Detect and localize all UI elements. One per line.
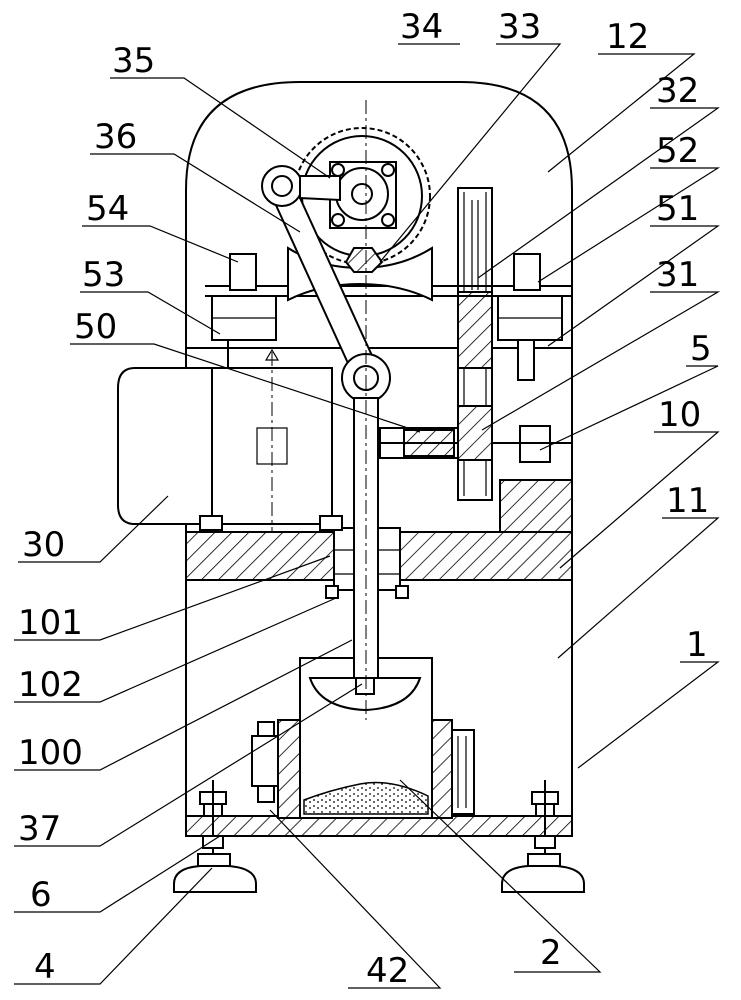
lower-shaft (379, 425, 572, 463)
label-2: 2 (540, 933, 562, 973)
label-31: 31 (656, 255, 699, 295)
label-5: 5 (690, 329, 712, 369)
label-42: 42 (366, 951, 409, 991)
label-37: 37 (18, 809, 61, 849)
plunger (308, 100, 422, 720)
label-54: 54 (86, 189, 129, 229)
label-35: 35 (112, 41, 155, 81)
label-32: 32 (656, 71, 699, 111)
label-101: 101 (18, 603, 83, 643)
label-30: 30 (22, 525, 65, 565)
label-1: 1 (686, 625, 708, 665)
label-36: 36 (94, 117, 137, 157)
label-50: 50 (74, 307, 117, 347)
label-4: 4 (34, 947, 56, 987)
housing (185, 81, 573, 835)
belt-drive (457, 187, 493, 501)
label-100: 100 (18, 733, 83, 773)
gear (293, 127, 431, 273)
label-12: 12 (606, 17, 649, 57)
leader-lines (14, 43, 721, 989)
part-labels: 34 33 12 35 32 36 52 54 51 53 31 50 5 10… (18, 7, 712, 991)
label-11: 11 (666, 481, 709, 521)
sensor (251, 721, 279, 803)
label-51: 51 (656, 189, 699, 229)
label-6: 6 (30, 875, 52, 915)
side-bracket (451, 729, 475, 815)
label-10: 10 (658, 395, 701, 435)
label-52: 52 (656, 131, 699, 171)
upper-shaft (205, 246, 572, 381)
foot-right (501, 780, 585, 893)
motor (117, 348, 343, 532)
label-102: 102 (18, 665, 83, 705)
connecting-rod (261, 165, 391, 403)
label-33: 33 (498, 7, 541, 47)
label-34: 34 (400, 7, 443, 47)
label-53: 53 (82, 255, 125, 295)
